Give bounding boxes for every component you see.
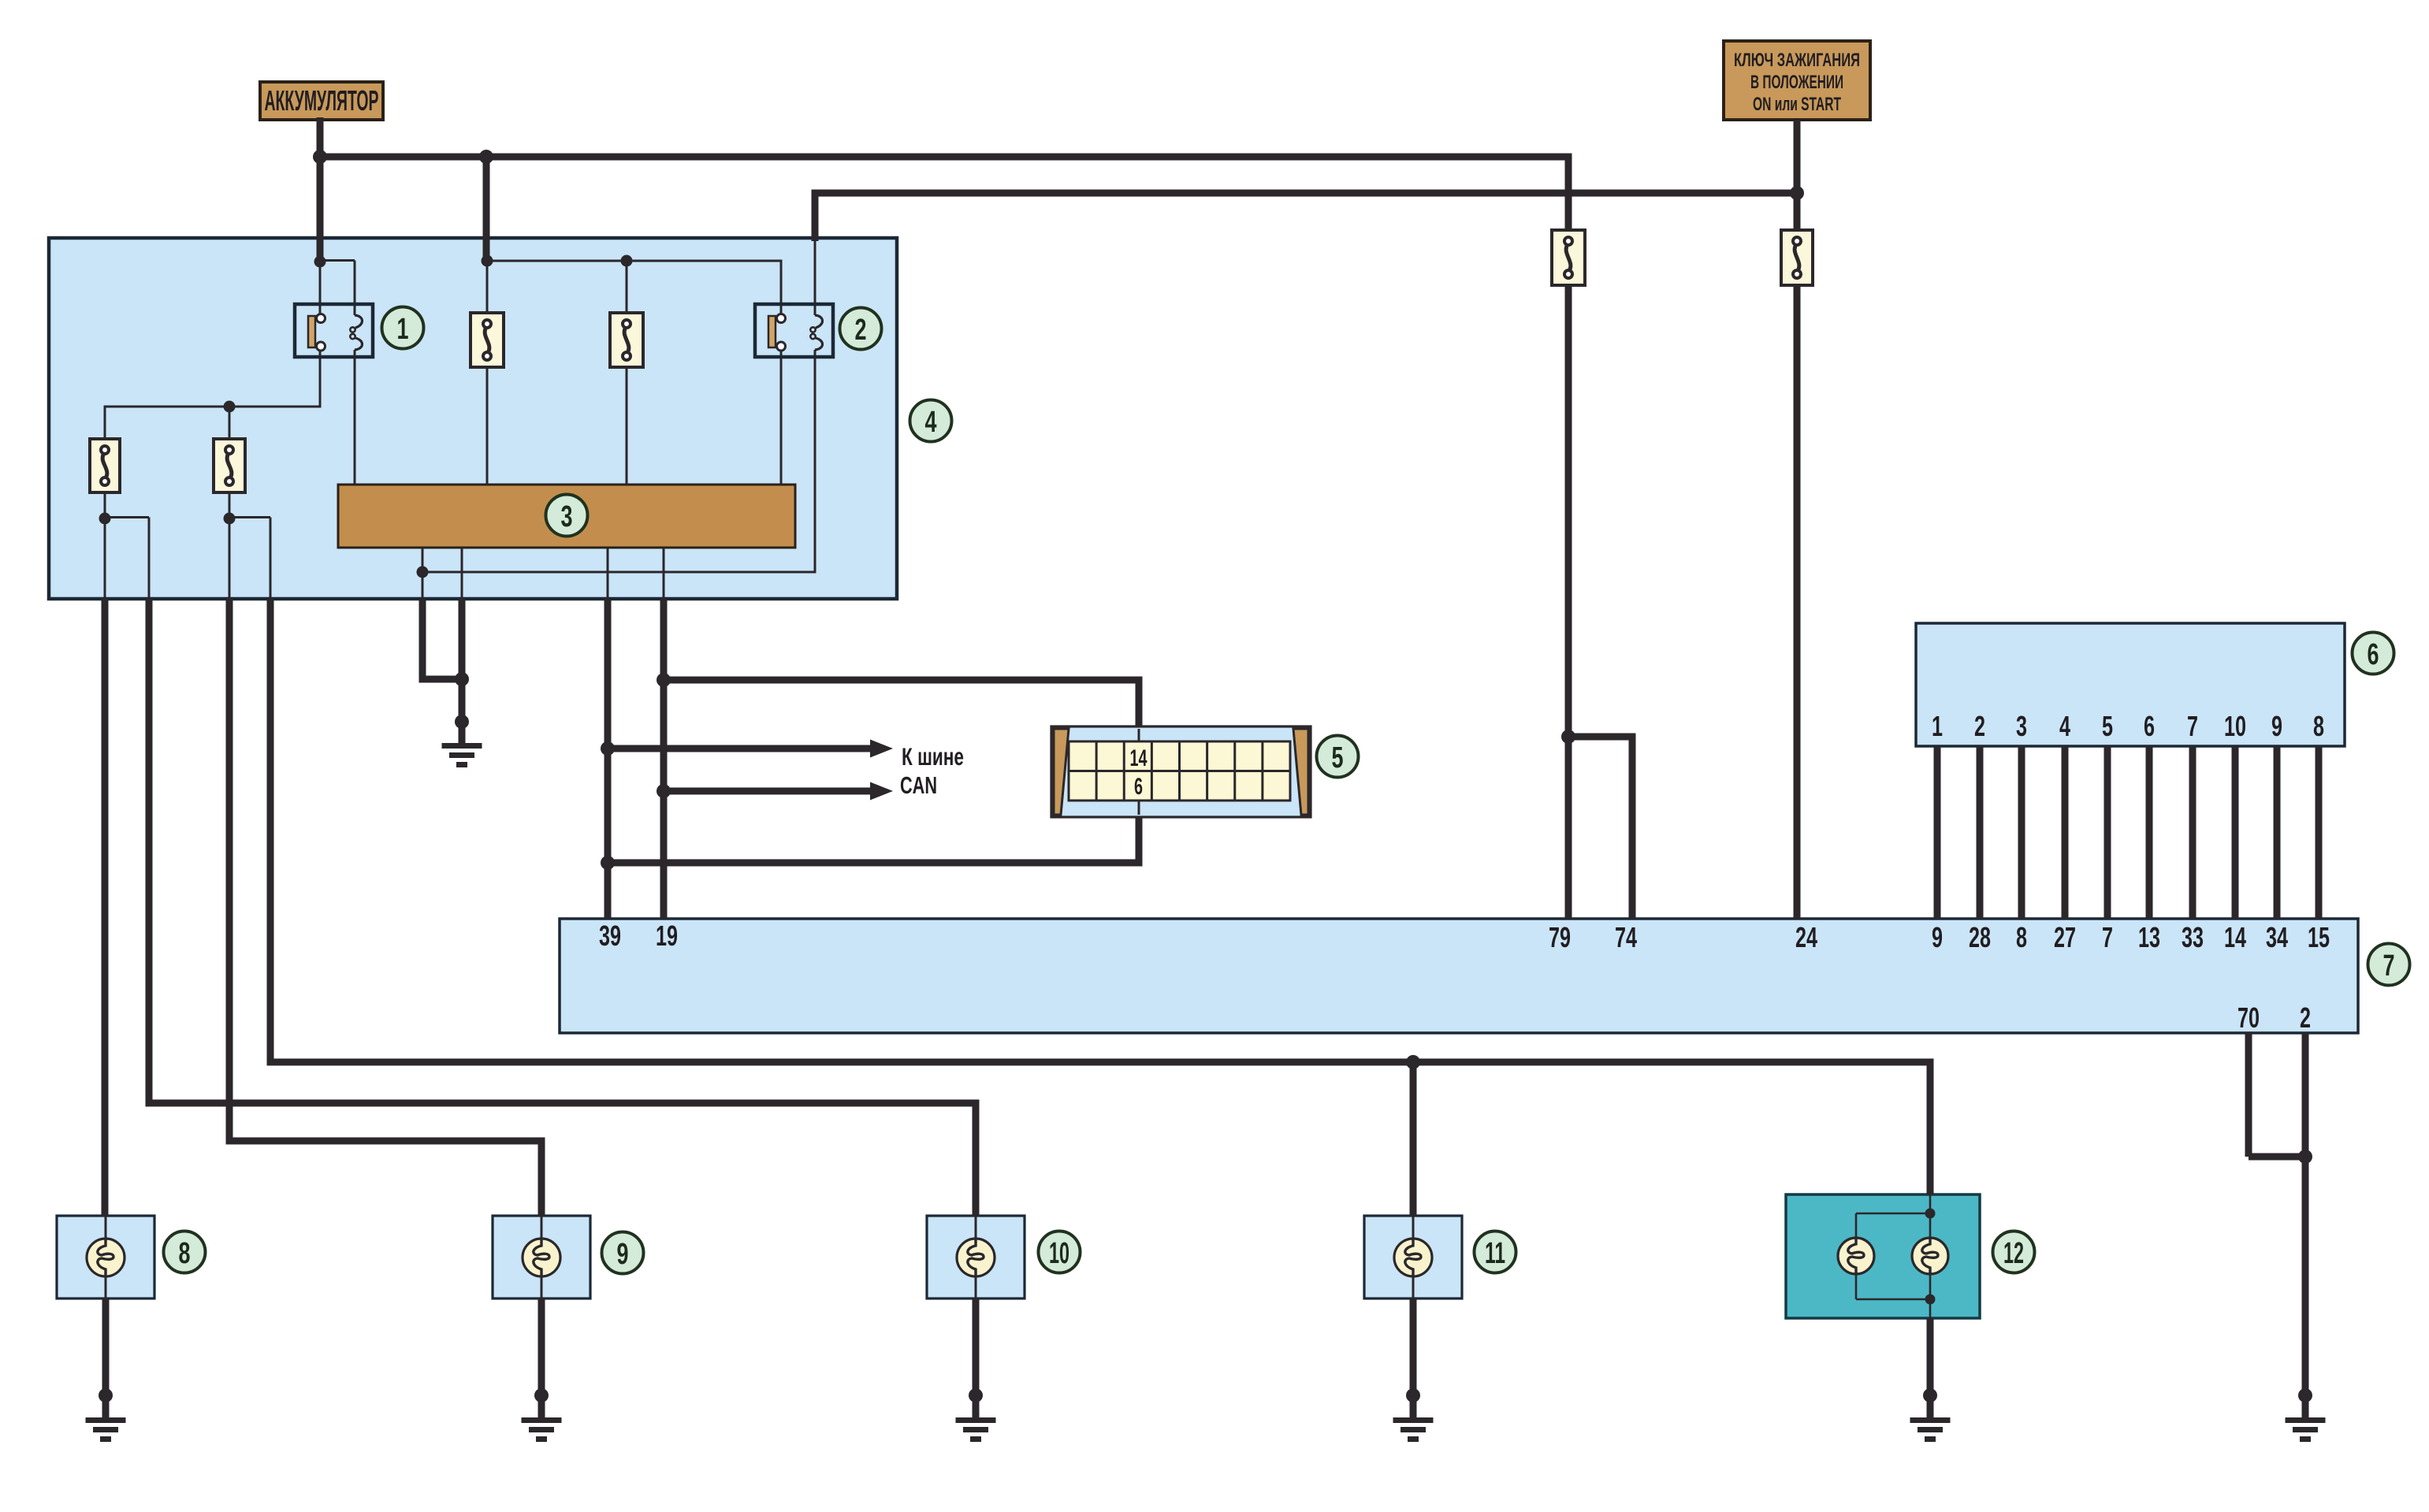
svg-text:10: 10 [1049,1237,1069,1270]
svg-text:24: 24 [1795,921,1817,953]
svg-text:6: 6 [2368,638,2379,671]
svg-text:ON или START: ON или START [1753,94,1841,115]
svg-text:39: 39 [599,919,621,952]
svg-text:7: 7 [2187,710,2198,742]
svg-text:9: 9 [2271,710,2282,742]
svg-text:1: 1 [397,313,409,346]
svg-text:В ПОЛОЖЕНИИ: В ПОЛОЖЕНИИ [1750,72,1843,93]
svg-text:CAN: CAN [900,771,937,799]
svg-text:5: 5 [1332,741,1344,775]
svg-text:4: 4 [925,406,937,439]
svg-text:33: 33 [2182,921,2204,953]
svg-text:4: 4 [2059,710,2070,742]
svg-text:79: 79 [1549,921,1571,953]
svg-text:3: 3 [2016,710,2027,742]
svg-text:27: 27 [2054,921,2076,953]
svg-text:7: 7 [2383,949,2395,983]
svg-text:13: 13 [2138,921,2160,953]
svg-text:15: 15 [2308,921,2330,953]
svg-text:КЛЮЧ ЗАЖИГАНИЯ: КЛЮЧ ЗАЖИГАНИЯ [1734,50,1860,71]
svg-text:70: 70 [2237,1001,2260,1034]
svg-text:8: 8 [2313,710,2324,742]
svg-text:74: 74 [1615,921,1637,953]
svg-text:9: 9 [617,1238,629,1271]
svg-text:12: 12 [2003,1237,2024,1270]
svg-text:11: 11 [1485,1237,1505,1270]
svg-text:8: 8 [179,1237,191,1270]
svg-text:34: 34 [2266,921,2288,953]
svg-text:14: 14 [1130,745,1148,771]
svg-text:28: 28 [1969,921,1991,953]
svg-text:2: 2 [2300,1001,2311,1034]
svg-text:19: 19 [656,919,678,952]
svg-text:2: 2 [1974,710,1985,742]
svg-text:14: 14 [2224,921,2246,953]
svg-text:К шине: К шине [902,742,964,771]
svg-text:6: 6 [2144,710,2155,742]
svg-text:АККУМУЛЯТОР: АККУМУЛЯТОР [265,84,379,117]
svg-text:9: 9 [1932,921,1943,953]
svg-text:7: 7 [2102,921,2113,953]
svg-text:5: 5 [2102,710,2113,742]
svg-text:2: 2 [855,314,867,347]
svg-text:6: 6 [1134,774,1143,800]
svg-text:10: 10 [2224,710,2246,742]
svg-text:8: 8 [2016,921,2027,953]
svg-text:3: 3 [561,500,573,533]
svg-text:1: 1 [1932,710,1943,742]
